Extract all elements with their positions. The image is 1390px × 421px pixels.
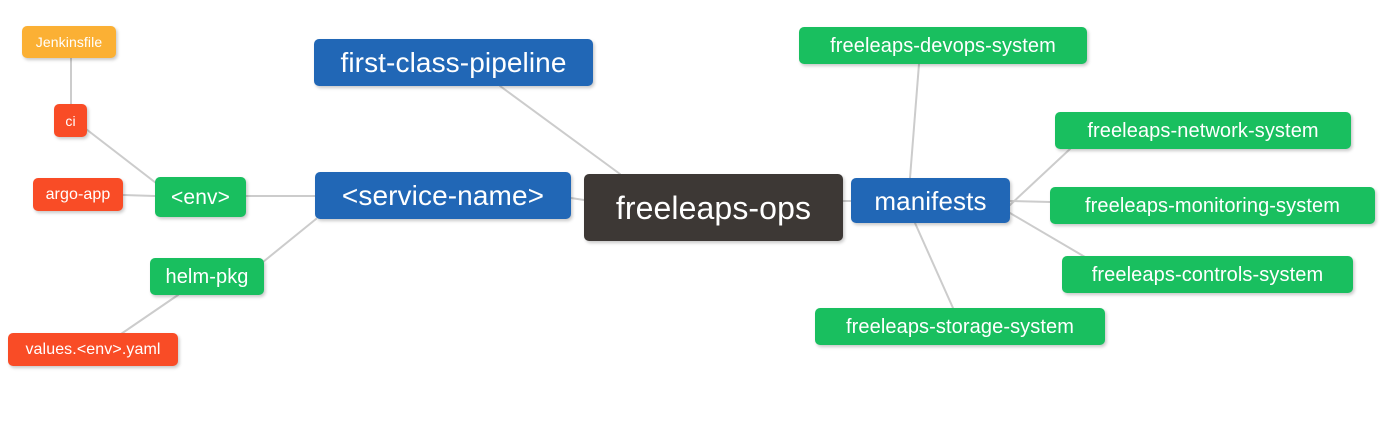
node-jenkinsfile[interactable]: Jenkinsfile [22, 26, 116, 58]
node-label-freeleaps-ops: freeleaps-ops [615, 189, 812, 226]
node-ci[interactable]: ci [54, 104, 87, 137]
node-label-freeleaps-monitoring-system: freeleaps-monitoring-system [1084, 194, 1340, 217]
node-label-manifests: manifests [874, 185, 987, 216]
node-freeleaps-devops-system[interactable]: freeleaps-devops-system [799, 27, 1087, 64]
node-label-freeleaps-storage-system: freeleaps-storage-system [845, 315, 1075, 338]
edge-servicename-helmpkg [262, 218, 317, 263]
node-label-freeleaps-controls-system: freeleaps-controls-system [1091, 263, 1324, 286]
node-values-env-yaml[interactable]: values.<env>.yaml [8, 333, 178, 366]
node-label-freeleaps-network-system: freeleaps-network-system [1087, 119, 1319, 142]
node-label-values-env-yaml: values.<env>.yaml [25, 340, 161, 358]
edge-ci-env [85, 128, 157, 184]
node-label-jenkinsfile: Jenkinsfile [35, 34, 103, 50]
node-label-first-class-pipeline: first-class-pipeline [340, 46, 567, 78]
node-freeleaps-ops[interactable]: freeleaps-ops [584, 174, 843, 241]
edge-servicename-ops [570, 197, 585, 201]
node-label-freeleaps-devops-system: freeleaps-devops-system [830, 34, 1056, 57]
node-manifests[interactable]: manifests [851, 178, 1010, 223]
edge-manifests-devops [909, 63, 920, 179]
node-first-class-pipeline[interactable]: first-class-pipeline [314, 39, 593, 86]
edge-argoapp-env [122, 194, 156, 197]
node-freeleaps-storage-system[interactable]: freeleaps-storage-system [815, 308, 1105, 345]
node-service-name[interactable]: <service-name> [315, 172, 571, 219]
node-env[interactable]: <env> [155, 177, 246, 217]
edge-manifests-storage [914, 222, 954, 309]
node-freeleaps-network-system[interactable]: freeleaps-network-system [1055, 112, 1351, 149]
node-label-env: <env> [171, 185, 230, 209]
edge-manifests-monitoring [1009, 200, 1051, 203]
edge-pipeline-ops [499, 85, 621, 175]
edge-helmpkg-values [120, 294, 179, 335]
node-label-service-name: <service-name> [341, 179, 545, 211]
node-label-ci: ci [65, 112, 76, 129]
node-label-argo-app: argo-app [45, 185, 111, 203]
node-freeleaps-controls-system[interactable]: freeleaps-controls-system [1062, 256, 1353, 293]
node-label-helm-pkg: helm-pkg [165, 265, 249, 288]
node-helm-pkg[interactable]: helm-pkg [150, 258, 264, 295]
node-argo-app[interactable]: argo-app [33, 178, 123, 211]
node-freeleaps-monitoring-system[interactable]: freeleaps-monitoring-system [1050, 187, 1375, 224]
